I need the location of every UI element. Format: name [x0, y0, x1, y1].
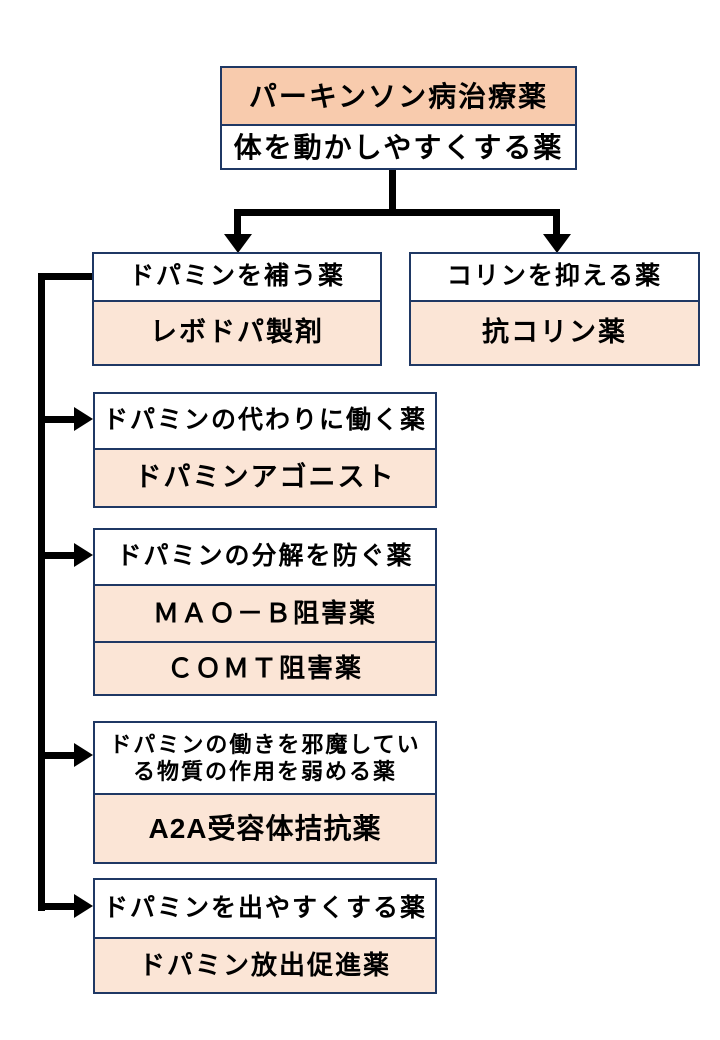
- connector-branch-top: [38, 273, 92, 280]
- connector-top-crossbar: [234, 209, 560, 216]
- branch-header-line2: る物質の作用を弱める薬: [132, 759, 397, 784]
- arrowhead-right-4-icon: [74, 894, 93, 918]
- branch-header-label: コリンを抑える薬: [446, 262, 663, 291]
- connector-right-drop: [553, 209, 560, 236]
- connector-left-drop: [234, 209, 241, 236]
- branch-drug-cell: 抗コリン薬: [411, 300, 698, 364]
- branch-header-label: ドパミンを出やすくする薬: [102, 893, 427, 922]
- arrowhead-right-3-icon: [74, 743, 93, 767]
- root-description-cell: 体を動かしやすくする薬: [222, 124, 575, 168]
- branch-release-promoter-box: ドパミンを出やすくする薬 ドパミン放出促進薬: [93, 878, 437, 994]
- connector-root-stem: [389, 170, 396, 216]
- branch-drug-cell: レボドパ製剤: [94, 300, 380, 364]
- connector-left-trunk: [38, 273, 45, 911]
- branch-drug-cell: ドパミンアゴニスト: [95, 448, 435, 506]
- arrowhead-down-left-icon: [224, 234, 252, 253]
- branch-drug-label: ドパミン放出促進薬: [138, 950, 391, 981]
- connector-branch-1: [38, 416, 76, 423]
- branch-drug-cell: A2A受容体拮抗薬: [95, 793, 435, 862]
- root-description-label: 体を動かしやすくする薬: [233, 131, 564, 163]
- branch-header-label: ドパミンを補う薬: [128, 262, 345, 291]
- arrowhead-right-2-icon: [74, 543, 93, 567]
- branch-header-cell: ドパミンを出やすくする薬: [95, 880, 435, 937]
- branch-drug-cell: ＭＡＯ－Ｂ阻害薬: [95, 584, 435, 641]
- root-category-label: パーキンソン病治療薬: [248, 80, 549, 112]
- branch-a2a-antagonist-box: ドパミンの働きを邪魔してい る物質の作用を弱める薬 A2A受容体拮抗薬: [93, 721, 437, 864]
- branch-drug-label: ＣＯＭＴ阻害薬: [166, 653, 363, 684]
- branch-header-cell: ドパミンの分解を防ぐ薬: [95, 530, 435, 584]
- branch-header-cell: ドパミンの働きを邪魔してい る物質の作用を弱める薬: [95, 723, 435, 793]
- arrowhead-right-1-icon: [74, 407, 93, 431]
- root-box: パーキンソン病治療薬 体を動かしやすくする薬: [220, 66, 577, 170]
- branch-header-line1: ドパミンの働きを邪魔してい: [109, 731, 421, 757]
- root-category-cell: パーキンソン病治療薬: [222, 68, 575, 124]
- branch-dopamine-agonist-box: ドパミンの代わりに働く薬 ドパミンアゴニスト: [93, 392, 437, 508]
- branch-drug-label: レボドパ製剤: [150, 317, 324, 348]
- branch-drug-cell: ドパミン放出促進薬: [95, 937, 435, 992]
- branch-header-label: ドパミンの分解を防ぐ薬: [116, 542, 414, 571]
- branch-anticholinergic-box: コリンを抑える薬 抗コリン薬: [409, 252, 700, 366]
- connector-branch-2: [38, 552, 76, 559]
- branch-dopamine-supplement-box: ドパミンを補う薬 レボドパ製剤: [92, 252, 382, 366]
- branch-drug-label: A2A受容体拮抗薬: [148, 813, 382, 844]
- branch-header-cell: ドパミンを補う薬: [94, 254, 380, 300]
- branch-header-cell: コリンを抑える薬: [411, 254, 698, 300]
- branch-drug-label: 抗コリン薬: [482, 317, 627, 348]
- branch-drug-label: ＭＡＯ－Ｂ阻害薬: [152, 598, 377, 629]
- connector-branch-3: [38, 752, 76, 759]
- branch-decomposition-inhibitor-box: ドパミンの分解を防ぐ薬 ＭＡＯ－Ｂ阻害薬 ＣＯＭＴ阻害薬: [93, 528, 437, 696]
- branch-header-cell: ドパミンの代わりに働く薬: [95, 394, 435, 448]
- branch-drug-cell: ＣＯＭＴ阻害薬: [95, 641, 435, 694]
- branch-header-label: ドパミンの代わりに働く薬: [102, 406, 427, 435]
- connector-branch-4: [38, 903, 76, 910]
- branch-drug-label: ドパミンアゴニスト: [134, 462, 396, 493]
- arrowhead-down-right-icon: [543, 234, 571, 253]
